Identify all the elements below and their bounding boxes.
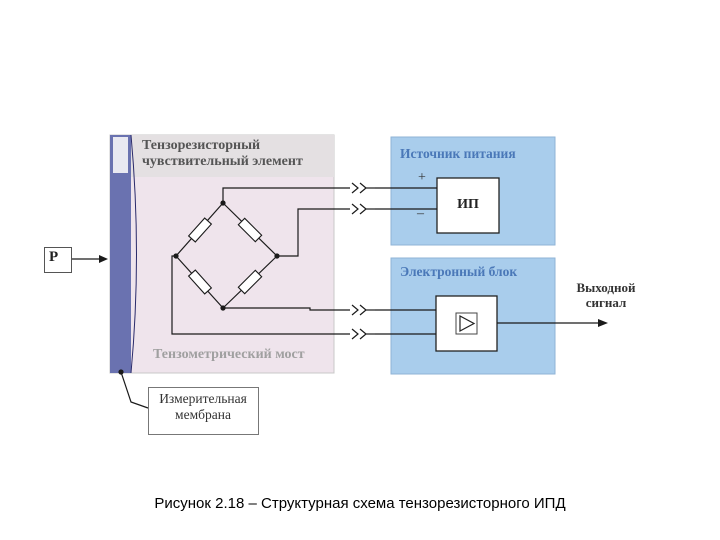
output-label-line-1: Выходной [576,280,636,295]
sensor-element-title: Тензорезисторный чувствительный элемент [142,138,303,170]
output-label-line-2: сигнал [585,294,627,310]
output-arrowhead [598,319,608,327]
figure-caption: Рисунок 2.18 – Структурная схема тензоре… [154,495,566,512]
membrane-bar [110,135,131,373]
output-signal-label: Выходной сигнал [566,280,646,311]
connector-chevrons [351,182,375,340]
membrane-label-line-1: Измерительная [159,391,247,406]
plus-sign: + [418,170,426,185]
amplifier-triangle-icon [459,314,476,333]
sensor-title-line-2: чувствительный элемент [142,154,303,170]
bridge-title: Тензометрический мост [153,347,305,362]
power-supply-title: Источник питания [400,146,516,161]
sensor-title-band [131,135,334,177]
sensor-title-line-1: Тензорезисторный [142,138,261,153]
power-unit-label: ИП [457,197,479,212]
membrane-label: Измерительная мембрана [148,391,258,422]
membrane-label-line-2: мембрана [175,406,231,422]
bridge-nodes [118,200,280,375]
pressure-label: P [49,249,59,265]
membrane-highlight [113,137,128,173]
pressure-arrowhead [99,255,108,263]
electronics-title: Электронный блок [400,264,518,279]
strain-gauge-resistors [187,217,263,295]
pressure-box [44,247,72,273]
membrane-curve [130,134,137,374]
minus-sign: – [417,206,424,221]
power-unit-box [436,177,500,234]
membrane-callout-box [148,387,259,435]
